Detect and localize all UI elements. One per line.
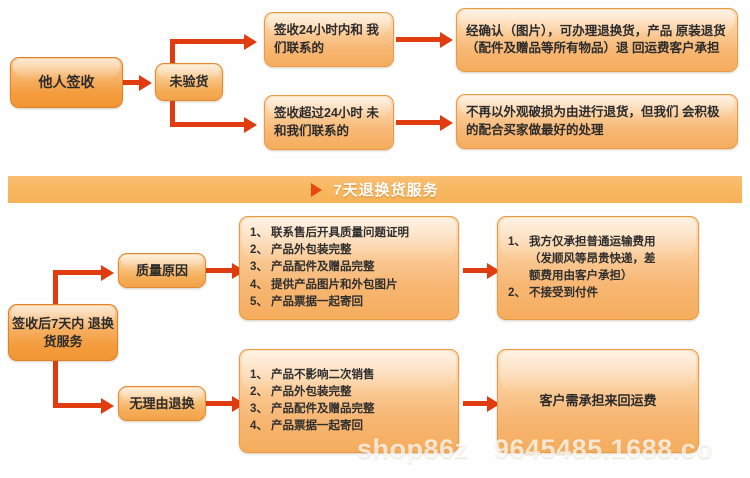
list-item-line: （发顺风等昂贵快递，差 bbox=[529, 252, 656, 265]
node-bottom-start-label: 签收后7天内 退换货服务 bbox=[9, 315, 117, 351]
arrow-branch2 bbox=[244, 116, 257, 133]
connector-reasonB-to-requirementsB bbox=[206, 401, 234, 406]
list-item-number: 2、 bbox=[250, 385, 268, 398]
connector-bottom-spine-up bbox=[53, 270, 58, 314]
node-top-result-1-label: 经确认（图片），可办理退换货，产品 原装退货（配件及赠品等所有物品）退 回运费客… bbox=[466, 23, 728, 58]
result-line: 经确认（图片），可办理退换货，产品 bbox=[466, 23, 673, 38]
list-item: 2、 不接受到付件 bbox=[508, 285, 688, 302]
node-top-start: 他人签收 bbox=[10, 57, 123, 108]
node-top-condition-1-label: 签收24小时内和 我们联系的 bbox=[274, 22, 384, 57]
list-item: 5、 产品票据一起寄回 bbox=[250, 294, 448, 311]
node-top-start-label: 他人签收 bbox=[38, 73, 95, 90]
requirements-no-reason-list: 1、 产品不影响二次销售 2、 产品外包装完整 3、 产品配件及赠品完整 4、 … bbox=[250, 367, 448, 436]
node-top-result-1: 经确认（图片），可办理退换货，产品 原装退货（配件及赠品等所有物品）退 回运费客… bbox=[456, 8, 738, 72]
list-item: 2、 产品外包装完整 bbox=[250, 242, 448, 259]
arrow-bottom-branchA bbox=[101, 264, 114, 281]
list-item-text: 产品配件及赠品完整 bbox=[271, 403, 375, 415]
connector-condition1-to-result1 bbox=[396, 37, 442, 42]
arrow-condition1-to-result1 bbox=[440, 31, 453, 48]
node-requirements-quality: 1、 联系售后开具质量问题证明 2、 产品外包装完整 3、 产品配件及赠品完整 … bbox=[239, 216, 459, 320]
outcome-quality-list: 1、 我方仅承担普通运输费用 （发顺风等昂贵快递，差 额费用由客户承担） 2、 … bbox=[508, 234, 688, 303]
requirements-quality-list: 1、 联系售后开具质量问题证明 2、 产品外包装完整 3、 产品配件及赠品完整 … bbox=[250, 225, 448, 311]
node-reason-no-reason-label: 无理由退换 bbox=[129, 395, 195, 411]
list-item: 1、 我方仅承担普通运输费用 （发顺风等昂贵快递，差 额费用由客户承担） bbox=[508, 234, 688, 286]
connector-branch2-horizontal bbox=[170, 122, 246, 127]
list-item-number: 3、 bbox=[250, 403, 268, 415]
list-item: 4、 提供产品图片和外包图片 bbox=[250, 277, 448, 294]
arrow-branch1 bbox=[244, 33, 257, 50]
list-item-number: 2、 bbox=[508, 287, 526, 300]
triangle-right-icon bbox=[311, 182, 323, 197]
node-top-stage-label: 未验货 bbox=[169, 74, 209, 90]
list-item-text: 产品票据一起寄回 bbox=[271, 295, 363, 308]
list-item-text: 联系售后开具质量问题证明 bbox=[271, 226, 409, 239]
banner-title: 7天退换货服务 bbox=[333, 182, 439, 199]
list-item-text: 提供产品图片和外包图片 bbox=[271, 278, 398, 291]
connector-requirementsB-to-outcomeB bbox=[463, 401, 489, 406]
connector-stage-spine-down bbox=[170, 80, 175, 127]
result-line: 回运费客户承担 bbox=[632, 41, 720, 55]
list-item-text: 产品票据一起寄回 bbox=[271, 420, 363, 433]
list-item: 3、 产品配件及赠品完整 bbox=[250, 259, 448, 276]
connector-stage-spine-up bbox=[170, 39, 175, 84]
arrow-requirementsB-to-outcomeB bbox=[487, 395, 500, 412]
connector-bottom-branchB-horizontal bbox=[53, 403, 103, 408]
list-item-number: 1、 bbox=[508, 235, 526, 248]
connector-requirementsA-to-outcomeA bbox=[463, 268, 489, 273]
list-item: 1、 产品不影响二次销售 bbox=[250, 367, 448, 384]
list-item-text: 产品配件及赠品完整 bbox=[271, 261, 375, 274]
list-item: 4、 产品票据一起寄回 bbox=[250, 418, 448, 435]
node-reason-quality-label: 质量原因 bbox=[135, 262, 188, 278]
list-item-number: 1、 bbox=[250, 368, 268, 381]
list-item-number: 2、 bbox=[250, 244, 268, 257]
list-item-text: 产品外包装完整 bbox=[271, 385, 352, 398]
connector-reasonA-to-requirementsA bbox=[206, 268, 234, 273]
node-outcome-quality: 1、 我方仅承担普通运输费用 （发顺风等昂贵快递，差 额费用由客户承担） 2、 … bbox=[497, 216, 699, 320]
connector-branch1-horizontal bbox=[170, 39, 246, 44]
list-item-text: 我方仅承担普通运输费用 （发顺风等昂贵快递，差 额费用由客户承担） bbox=[529, 234, 688, 286]
list-item: 1、 联系售后开具质量问题证明 bbox=[250, 225, 448, 242]
node-top-condition-2: 签收超过24小时 未和我们联系的 bbox=[264, 95, 394, 150]
node-reason-no-reason: 无理由退换 bbox=[118, 386, 206, 421]
list-item-line: 我方仅承担普通运输费用 bbox=[529, 235, 656, 248]
list-item-line: 额费用由客户承担） bbox=[529, 270, 633, 282]
list-item-number: 4、 bbox=[250, 420, 268, 433]
node-bottom-start: 签收后7天内 退换货服务 bbox=[8, 304, 118, 361]
section-banner: 7天退换货服务 bbox=[8, 176, 742, 203]
node-reason-quality: 质量原因 bbox=[118, 253, 206, 288]
connector-condition2-to-result2 bbox=[396, 120, 442, 125]
connector-bottom-branchA-horizontal bbox=[53, 270, 103, 275]
list-item-number: 1、 bbox=[250, 226, 268, 239]
arrow-condition2-to-result2 bbox=[440, 114, 453, 131]
node-outcome-no-reason: 客户需承担来回运费 bbox=[497, 349, 699, 453]
list-item-number: 3、 bbox=[250, 261, 268, 274]
list-item-text: 不接受到付件 bbox=[529, 287, 598, 300]
list-item-text: 产品外包装完整 bbox=[271, 244, 352, 257]
node-top-result-2-label: 不再以外观破损为由进行退货，但我们 会积极的配合买家做最好的处理 bbox=[466, 104, 728, 139]
list-item-number: 4、 bbox=[250, 278, 268, 291]
arrow-start-to-stage bbox=[139, 74, 152, 91]
list-item-text: 产品不影响二次销售 bbox=[271, 368, 375, 381]
connector-bottom-spine-down bbox=[53, 352, 58, 408]
node-outcome-no-reason-label: 客户需承担来回运费 bbox=[539, 393, 657, 409]
node-top-condition-2-label: 签收超过24小时 未和我们联系的 bbox=[274, 105, 384, 140]
node-requirements-no-reason: 1、 产品不影响二次销售 2、 产品外包装完整 3、 产品配件及赠品完整 4、 … bbox=[239, 349, 459, 453]
connector-start-to-stage bbox=[123, 80, 141, 85]
node-gloss bbox=[500, 351, 696, 394]
list-item: 3、 产品配件及赠品完整 bbox=[250, 401, 448, 418]
condition-line: 签收超过24小时 bbox=[274, 106, 363, 121]
arrow-bottom-branchB bbox=[101, 397, 114, 414]
condition-line: 签收24小时内和 bbox=[274, 23, 363, 38]
arrow-requirementsA-to-outcomeA bbox=[487, 262, 500, 279]
list-item: 2、 产品外包装完整 bbox=[250, 384, 448, 401]
result-line: 不再以外观破损为由进行退货，但我们 bbox=[466, 105, 679, 120]
node-top-condition-1: 签收24小时内和 我们联系的 bbox=[264, 12, 394, 67]
node-top-result-2: 不再以外观破损为由进行退货，但我们 会积极的配合买家做最好的处理 bbox=[456, 94, 738, 149]
list-item-number: 5、 bbox=[250, 295, 268, 308]
start-line: 签收后7天内 bbox=[12, 315, 85, 331]
node-top-stage: 未验货 bbox=[155, 63, 223, 101]
